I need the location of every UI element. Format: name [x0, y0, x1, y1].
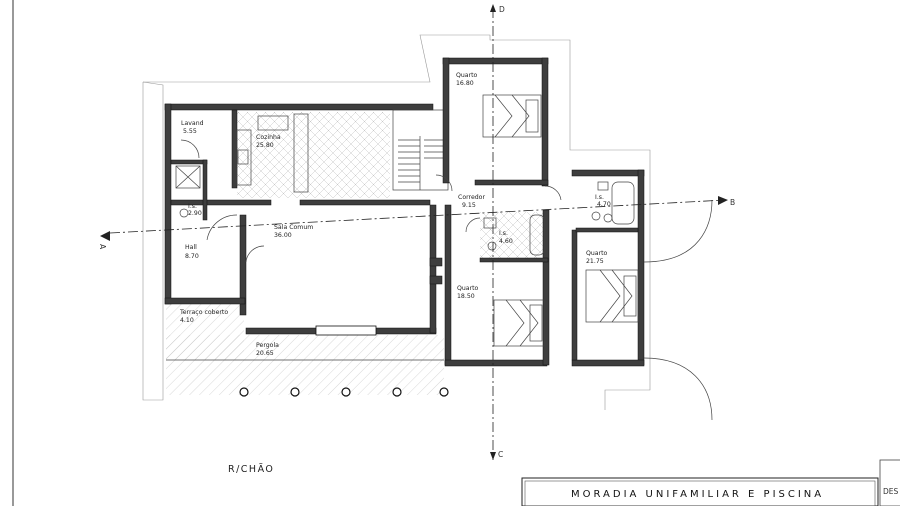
plot-outline: [142, 81, 164, 401]
room-area-ls3: 4.60: [499, 238, 513, 245]
room-area-sala: 36.00: [274, 232, 292, 239]
room-name-sala: Sala Comum: [274, 224, 313, 231]
room-name-ls2: I.s.: [595, 194, 604, 201]
wall-q2-north: [571, 169, 645, 177]
wall-ls-box: [170, 159, 208, 165]
bath-fixtures-ls3: [483, 214, 545, 256]
room-name-cozinha: Cozinha: [256, 134, 281, 141]
room-area-ls2: 4.70: [597, 201, 611, 208]
wall-sala-east: [429, 204, 437, 334]
room-area-ls1: 2.90: [188, 210, 202, 217]
room-area-quarto-3: 18.50: [457, 293, 475, 300]
room-area-hall: 8.70: [185, 253, 199, 260]
door-swings: [180, 139, 562, 263]
column-sala-east-2: [429, 275, 443, 285]
arc-upper-right: [643, 199, 713, 263]
wall-hall-inner: [239, 214, 247, 316]
wall-q1-east: [541, 57, 549, 187]
wall-corr-west: [444, 204, 452, 366]
bath-fixtures-ls1: [175, 165, 201, 218]
room-area-lavand: 5.55: [183, 128, 197, 135]
section-markers: [100, 4, 728, 460]
room-area-terraco: 4.10: [180, 317, 194, 324]
room-name-quarto-3: Quarto: [457, 285, 479, 292]
wall-north: [164, 103, 434, 111]
room-name-hall: Hall: [185, 244, 197, 251]
wall-q2-east: [637, 169, 645, 366]
wall-ls2-south: [575, 227, 639, 233]
section-label-d: D: [499, 5, 505, 14]
stair-outline: [392, 109, 449, 191]
floor-label: R/CHÃO: [228, 464, 274, 475]
project-title: MORADIA UNIFAMILIAR E PISCINA: [571, 489, 824, 500]
bed-quarto-2: [585, 269, 639, 323]
wall-kitchen-south-a: [170, 199, 272, 206]
wall-hall-south: [164, 297, 246, 305]
title-block-side: [879, 459, 900, 506]
room-area-corredor: 9.15: [462, 202, 476, 209]
title-block-frame: [521, 477, 879, 506]
wall-bath-south: [479, 257, 549, 263]
bed-quarto-3: [493, 299, 545, 347]
bath-fixtures-ls2: [591, 181, 635, 225]
pergola-columns: [166, 359, 449, 397]
title-block-inner: [524, 480, 876, 506]
room-area-pergola: 20.65: [256, 350, 274, 357]
column-sala-east-1: [429, 257, 443, 267]
room-name-corredor: Corredor: [458, 194, 485, 201]
wall-q1-west: [442, 57, 450, 184]
room-name-lavand: Lavand: [181, 120, 204, 127]
title-block-partial: DES: [883, 487, 899, 496]
kitchen-fixtures: [236, 113, 309, 193]
room-name-pergola: Pergola: [256, 342, 279, 349]
wall-ls-side: [202, 159, 208, 221]
window-sala-south: [315, 325, 377, 336]
section-label-c: C: [498, 450, 503, 459]
plot-outline-upper: [143, 34, 651, 410]
room-name-ls1: I.s.: [188, 203, 197, 210]
kitchen-floor-hatch: [237, 112, 390, 198]
wall-kitchen-south-b: [299, 199, 431, 206]
section-axis-ab: [109, 199, 726, 234]
room-name-quarto-2: Quarto: [586, 250, 608, 257]
bath-floor-hatch: [480, 212, 548, 262]
room-area-quarto-1: 16.80: [456, 80, 474, 87]
room-name-ls3: I.s.: [499, 230, 508, 237]
wall-west: [164, 103, 172, 305]
wall-q1-north: [442, 57, 549, 65]
room-name-terraco: Terraço coberto: [179, 309, 228, 316]
stair-treads: [398, 136, 446, 190]
wall-wing-south: [444, 359, 548, 367]
wall-q2-west: [571, 229, 578, 361]
arc-lower-right: [643, 357, 713, 421]
room-area-quarto-2: 21.75: [586, 258, 604, 265]
room-name-quarto-1: Quarto: [456, 72, 478, 79]
wall-q2-south: [571, 359, 645, 367]
room-area-cozinha: 25.80: [256, 142, 274, 149]
pergola-floor-hatch: [166, 335, 444, 395]
wall-lavand-kitchen: [231, 109, 238, 189]
section-label-a: A: [98, 244, 107, 250]
wall-q1-south: [474, 179, 549, 186]
section-label-b: B: [730, 198, 735, 207]
bed-quarto-1: [482, 94, 542, 138]
